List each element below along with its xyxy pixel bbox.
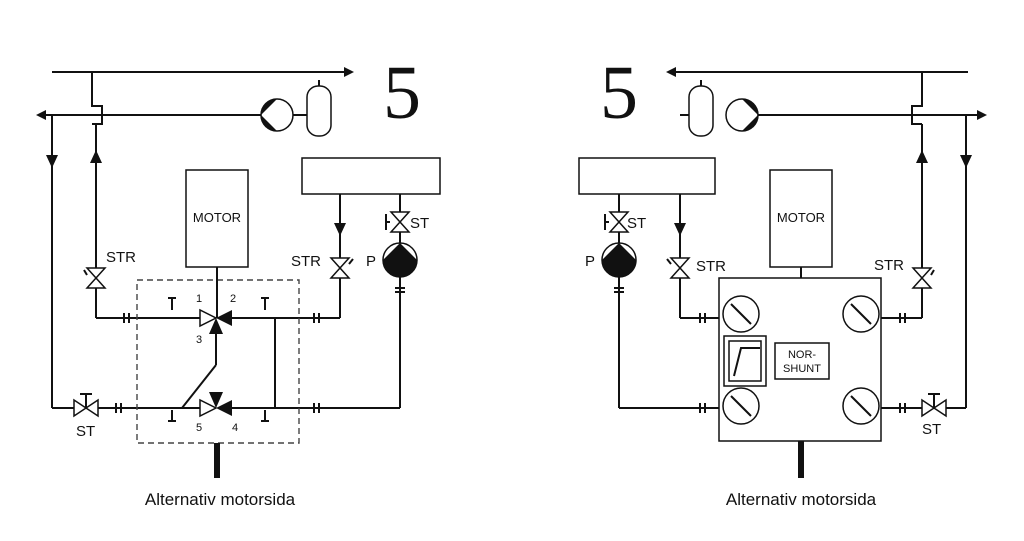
left-str-valve-icon (83, 267, 107, 289)
right-expansion-vessel-icon (680, 80, 714, 137)
right-flow-down-arrow-icon (960, 155, 972, 168)
left-pump-label: P (366, 253, 376, 270)
right-gauge-top-left-icon (722, 295, 760, 333)
left-st-valve-top-icon (385, 211, 411, 233)
right-st-bottom-label: ST (922, 421, 941, 438)
right-pipe-crossover (911, 72, 923, 125)
left-flow-up-arrow-icon (90, 150, 102, 163)
right-flow-up-arrow-icon (916, 150, 928, 163)
right-gauge-top-right-icon (842, 295, 880, 333)
right-pump-icon (601, 242, 637, 278)
left-port-5-label: 5 (196, 422, 202, 434)
right-diagram-number: 5 (600, 51, 638, 135)
left-motor-label: MOTOR (193, 210, 241, 225)
right-st-valve-bottom-icon (921, 393, 947, 418)
left-port-3-label: 3 (196, 334, 202, 346)
left-header-pump-icon (260, 98, 294, 132)
right-st-top-label: ST (627, 215, 646, 232)
left-flow-down-arrow-icon (46, 155, 58, 168)
left-st-bottom-label: ST (76, 423, 95, 440)
right-str-flow-arrow-icon (674, 223, 686, 236)
right-shunt-line2: SHUNT (783, 363, 821, 375)
right-display-icon (723, 335, 767, 387)
right-st-valve-top-icon (604, 211, 630, 233)
right-str-left-label: STR (696, 258, 726, 275)
left-pipe-crossover (91, 72, 103, 125)
left-three-way-valve-bottom-icon (199, 392, 232, 418)
right-diagram: 5 STR ST MOTOR (578, 51, 987, 509)
left-three-way-valve-top-icon (199, 308, 232, 334)
right-gauge-bottom-left-icon (722, 387, 760, 425)
left-str-right-label: STR (291, 253, 321, 270)
left-st-valve-bottom-icon (73, 393, 99, 418)
left-pump-icon (382, 242, 418, 278)
right-pump-label: P (585, 253, 595, 270)
left-diagram: 5 STR (36, 51, 441, 509)
right-header-pump-icon (725, 98, 759, 132)
right-caption: Alternativ motorsida (726, 490, 877, 509)
left-motor-box (185, 169, 249, 268)
right-norshunt-badge (774, 342, 830, 380)
left-str-valve-right-icon (329, 257, 354, 279)
right-shunt-line1: NOR- (788, 349, 816, 361)
left-port-4-label: 4 (232, 422, 238, 434)
left-str-label: STR (106, 249, 136, 266)
right-gauge-bottom-right-icon (842, 387, 880, 425)
left-caption: Alternativ motorsida (145, 490, 296, 509)
left-str-flow-arrow-icon (334, 223, 346, 236)
right-str-valve-icon (911, 267, 935, 289)
right-str-right-label: STR (874, 257, 904, 274)
left-port-2-label: 2 (230, 293, 236, 305)
right-str-valve-left-icon (666, 257, 691, 279)
right-load-box (578, 157, 716, 195)
left-diagram-number: 5 (383, 51, 421, 135)
left-load-box (301, 157, 441, 195)
left-port-1-label: 1 (196, 293, 202, 305)
right-motor-label: MOTOR (777, 210, 825, 225)
left-expansion-vessel-icon (295, 80, 332, 137)
left-st-top-label: ST (410, 215, 429, 232)
